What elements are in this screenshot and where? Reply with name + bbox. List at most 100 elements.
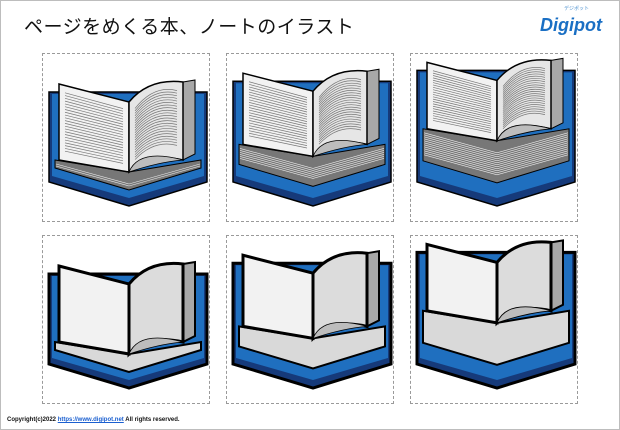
illustration-notebook-blank-thick[interactable] [410, 235, 578, 404]
text-line [134, 122, 178, 141]
stack-line [423, 144, 569, 166]
illustration-book-lined-thick[interactable] [410, 53, 578, 222]
text-line [64, 92, 124, 109]
text-line [248, 94, 308, 110]
text-line [318, 116, 362, 134]
page-curl [128, 337, 184, 355]
text-line [432, 77, 492, 94]
stack-line [55, 163, 201, 185]
text-line [64, 139, 124, 154]
text-line [134, 89, 178, 109]
text-line [502, 67, 546, 87]
logo-kana: デジポット [564, 6, 590, 12]
stack-line [239, 152, 385, 173]
text-line [432, 101, 492, 116]
text-line [502, 75, 546, 95]
text-line [318, 118, 362, 136]
text-line [318, 106, 362, 125]
text-line [134, 138, 178, 155]
page-edge [182, 260, 196, 344]
text-line [134, 94, 178, 114]
text-line [64, 145, 124, 159]
text-line [502, 95, 546, 113]
text-line [502, 71, 546, 91]
stack-line [423, 142, 569, 164]
text-line [64, 125, 124, 141]
page-edge [366, 68, 380, 146]
illustration-book-lined-thin[interactable] [42, 53, 210, 222]
text-line [432, 89, 492, 105]
text-line [432, 115, 492, 129]
copyright-text: Copyright(c)2022 [7, 417, 58, 423]
page-curl [496, 124, 552, 142]
text-line [248, 135, 308, 149]
page-edge [550, 239, 564, 313]
page-curl [496, 306, 552, 324]
text-line [134, 112, 178, 131]
stack-line [423, 150, 569, 172]
text-line [64, 106, 124, 122]
text-line [248, 114, 308, 130]
text-line [64, 95, 124, 112]
text-line [248, 104, 308, 120]
text-line [432, 94, 492, 109]
website-link[interactable]: https://www.digipot.net [57, 417, 124, 423]
text-line [502, 112, 546, 130]
text-line [134, 120, 178, 138]
stack-line [423, 138, 569, 160]
text-line [318, 90, 362, 109]
text-line [432, 82, 492, 98]
illustration-notebook-blank-thin[interactable] [42, 235, 210, 404]
illustration-book-lined-medium[interactable] [226, 53, 394, 222]
text-line [64, 100, 124, 117]
text-line [502, 78, 546, 97]
text-line [64, 114, 124, 130]
stack-line [423, 154, 569, 176]
text-line [64, 120, 124, 136]
text-line [248, 102, 308, 118]
text-line [502, 84, 546, 103]
text-line [134, 117, 178, 136]
page-curl [312, 322, 368, 340]
text-line [64, 136, 124, 151]
digipot-logo: デジポット Digipot [540, 6, 616, 40]
text-line [502, 106, 546, 123]
text-line [318, 92, 362, 112]
text-line [248, 127, 308, 142]
stack-line [239, 150, 385, 171]
page-edge [366, 250, 380, 329]
stack-line [423, 134, 569, 156]
text-line [318, 78, 362, 98]
page-curl [312, 140, 368, 158]
text-line [318, 111, 362, 129]
text-line [248, 125, 308, 139]
text-line [502, 88, 546, 107]
illustration-notebook-blank-medium[interactable] [226, 235, 394, 404]
page-edge [182, 79, 196, 161]
text-line [64, 150, 124, 164]
text-line [318, 113, 362, 132]
text-line [502, 101, 546, 119]
text-line [64, 98, 124, 115]
stack-line [423, 148, 569, 170]
text-line [432, 117, 492, 131]
text-line [502, 93, 546, 111]
text-line [432, 75, 492, 92]
text-line [64, 134, 124, 149]
text-line [432, 98, 492, 114]
text-line [64, 128, 124, 143]
text-line [134, 130, 178, 148]
text-line [432, 105, 492, 120]
text-line [64, 117, 124, 133]
text-line [318, 99, 362, 118]
text-line [134, 115, 178, 134]
text-line [432, 84, 492, 101]
text-line [502, 97, 546, 115]
text-line [318, 97, 362, 116]
text-line [248, 130, 308, 144]
text-line [502, 108, 546, 125]
text-line [248, 120, 308, 134]
text-line [134, 96, 178, 116]
stack-line [239, 158, 385, 179]
text-line [318, 128, 362, 145]
